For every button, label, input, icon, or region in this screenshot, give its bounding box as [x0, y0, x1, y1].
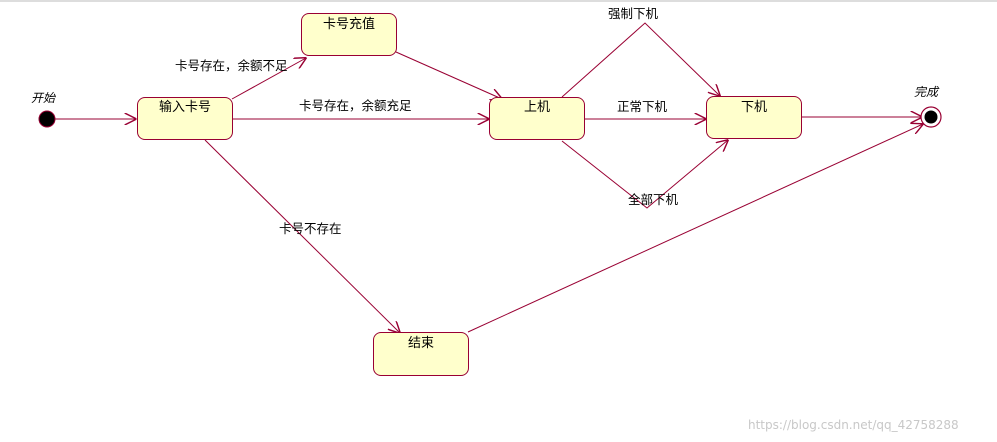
edge-online-to-offline-forced: [561, 22, 720, 97]
edge-recharge-to-online: [395, 51, 502, 99]
state-offline-label: 下机: [740, 100, 767, 115]
state-input-card-label: 输入卡号: [158, 100, 211, 115]
label-forced-offline: 强制下机: [608, 6, 659, 21]
state-finish-label: 结束: [407, 336, 434, 351]
end-label: 完成: [914, 85, 939, 99]
state-input-card[interactable]: 输入卡号: [137, 97, 233, 140]
label-not-exist: 卡号不存在: [279, 221, 342, 236]
start-node: [38, 110, 56, 128]
edge-online-to-offline-all: [561, 140, 728, 209]
label-exists-insufficient: 卡号存在，余额不足: [175, 58, 288, 73]
watermark-url: https://blog.csdn.net/qq_42758288: [748, 418, 959, 432]
label-normal-offline: 正常下机: [617, 99, 668, 114]
start-label: 开始: [31, 91, 56, 105]
state-online-label: 上机: [523, 100, 550, 115]
edge-input-to-recharge: [231, 58, 306, 100]
edge-input-to-finish: [204, 139, 400, 333]
end-node-inner: [924, 110, 938, 124]
state-finish[interactable]: 结束: [373, 332, 469, 376]
edge-finish-to-end: [467, 124, 923, 333]
state-offline[interactable]: 下机: [706, 96, 802, 139]
state-online[interactable]: 上机: [489, 97, 585, 140]
state-recharge[interactable]: 卡号充值: [301, 13, 397, 56]
state-recharge-label: 卡号充值: [322, 17, 375, 32]
label-all-offline: 全部下机: [628, 192, 679, 207]
label-exists-sufficient: 卡号存在，余额充足: [299, 98, 412, 113]
